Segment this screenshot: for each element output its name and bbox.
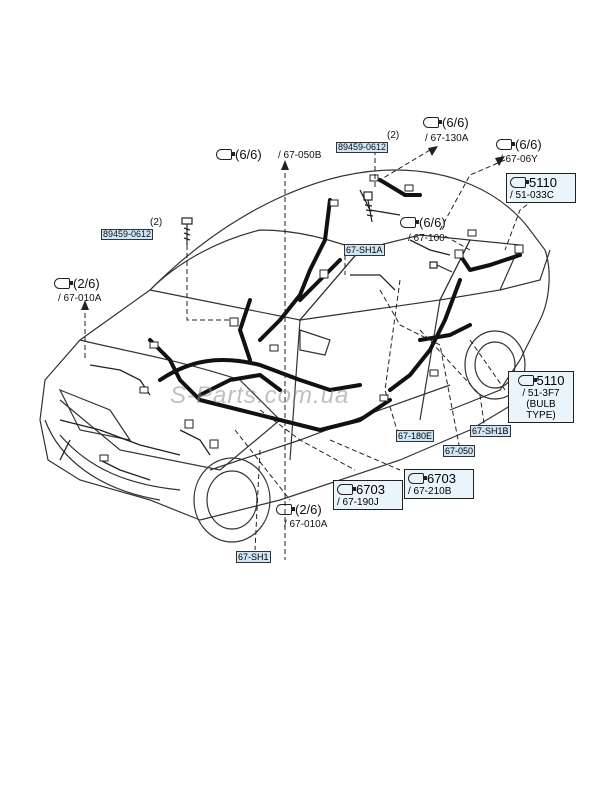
boxed-callout-b4: 6703 / 67-210B: [404, 469, 474, 499]
connector-label-sh1a: 67-SH1A: [344, 244, 385, 256]
boxed-callout-b3: 6703 / 67-190J: [333, 480, 403, 510]
callout-c2: (6/6): [423, 116, 469, 129]
connector-icon: [400, 217, 419, 228]
bolt-icon: [429, 261, 453, 273]
connector-label-sh1b: 67-SH1B: [470, 425, 511, 437]
callout-c1: (6/6): [216, 148, 262, 161]
part-number-p2: 89459-0612: [101, 229, 154, 240]
callout-c4: (6/6): [400, 216, 446, 229]
connector-icon: [408, 473, 427, 484]
callout-c5: (2/6): [54, 277, 100, 290]
part-number-p1: 89459-0612: [336, 142, 389, 153]
bolt-icon: [181, 217, 193, 245]
connector-icon: [54, 278, 73, 289]
connector-icon: [337, 484, 356, 495]
part-qty-p1: (2): [387, 130, 400, 141]
connector-label-sh1: 67-SH1: [236, 551, 271, 563]
connector-icon: [216, 149, 235, 160]
callout-c6-code: / 67-010A: [284, 519, 328, 530]
car-outline: [39, 169, 551, 543]
connector-icon: [510, 177, 529, 188]
callout-c3-code: / 67-06Y: [500, 154, 538, 165]
connector-icon: [517, 375, 537, 386]
boxed-callout-b1: 5110 / 51-033C: [506, 173, 576, 203]
connector-icon: [423, 117, 442, 128]
connector-label-050: 67-050: [443, 445, 476, 457]
leader-lines: [84, 149, 541, 560]
connector-icon: [276, 504, 295, 515]
callout-c4-code: / 67-100: [408, 233, 445, 244]
connector-icon: [496, 139, 515, 150]
watermark: S-Parts.com.ua: [170, 382, 350, 409]
bolt-icon: [363, 191, 374, 223]
callout-c5-code: / 67-010A: [58, 293, 102, 304]
connector-label-180e: 67-180E: [396, 430, 435, 442]
part-qty-p2: (2): [150, 217, 163, 228]
callout-c2-code: / 67-130A: [425, 133, 469, 144]
wiring-harness: [148, 178, 522, 432]
connectors: [99, 174, 524, 462]
boxed-callout-b2: 5110 / 51-3F7 (BULB TYPE): [508, 371, 574, 423]
callout-c1-code: / 67-050B: [278, 150, 322, 161]
callout-c6: (2/6): [276, 503, 322, 516]
callout-c3: (6/6): [496, 138, 542, 151]
